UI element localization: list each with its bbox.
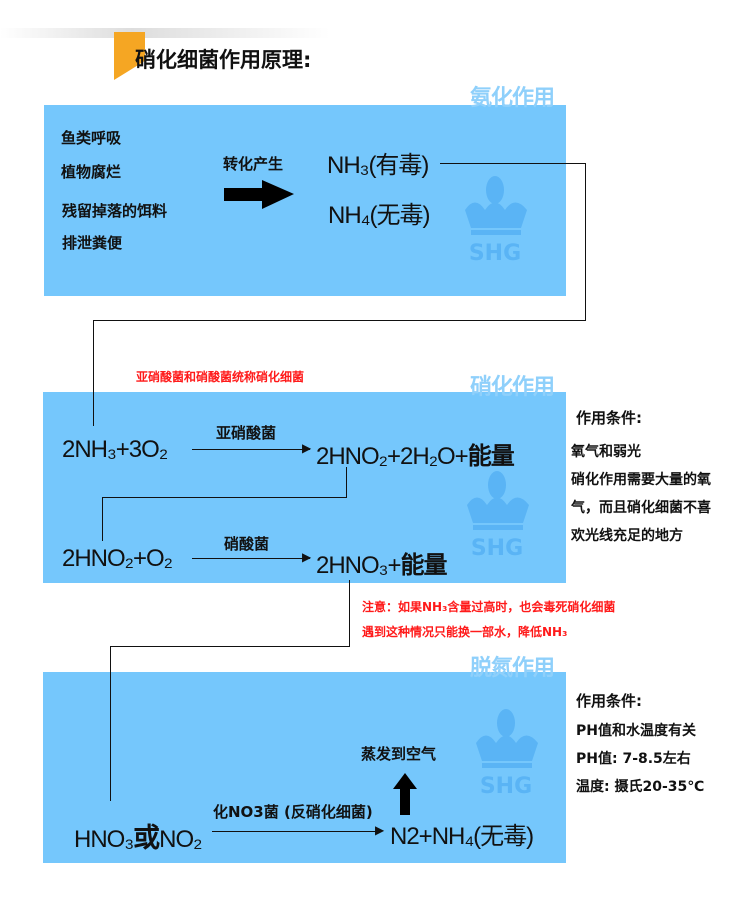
stage-label-ammonification: 氨化作用 [470, 86, 555, 111]
reactant-no2: NO₂ [159, 826, 202, 853]
source-item: 鱼类呼吸 [61, 129, 122, 147]
nitrification-box [43, 392, 566, 583]
right-arrow-icon [224, 180, 294, 209]
condition-line: 温度: 摄氏20-35℃ [576, 779, 705, 795]
connector-line [346, 467, 347, 497]
product-nh3: NH₃(有毒) [327, 152, 429, 179]
reaction-arrow [192, 558, 310, 559]
condition-line: 氧气和弱光 [571, 444, 641, 460]
source-item: 排泄粪便 [62, 234, 123, 252]
reaction1-left: 2NH₃+3O₂ [62, 436, 168, 463]
connector-line [440, 163, 586, 164]
condition-line: 气，而且硝化细菌不喜 [571, 500, 711, 516]
page-title: 硝化细菌作用原理: [135, 48, 312, 72]
connector-line [349, 580, 350, 646]
reaction-arrow [212, 831, 382, 832]
denitrifying-bacteria: 化NO3菌 (反硝化细菌) [213, 803, 373, 821]
connector-line [110, 646, 111, 801]
logo-text: SHG [471, 536, 523, 561]
warning-line: 遇到这种情况只能换一部水，降低NH₃ [362, 625, 568, 639]
reaction2-right: 2HNO₃+能量 [316, 545, 447, 580]
energy: 能量 [400, 552, 447, 579]
denitrification-reactants: HNO₃或NO₂ [74, 816, 202, 855]
connector-line [585, 163, 586, 321]
condition-line: PH值和水温度有关 [576, 723, 696, 739]
reactant-hno3: HNO₃ [74, 826, 134, 853]
source-item: 植物腐烂 [61, 163, 122, 181]
reaction2-products: 2HNO₃+ [316, 552, 401, 579]
reaction2-bacteria: 硝酸菌 [224, 535, 270, 553]
condition-line: PH值: 7-8.5左右 [576, 751, 691, 767]
connector-line [102, 497, 103, 541]
product-nh4: NH₄(无毒) [328, 202, 430, 229]
reaction1-bacteria: 亚硝酸菌 [216, 424, 277, 442]
logo-text: SHG [480, 774, 532, 799]
or-text: 或 [133, 823, 160, 853]
shg-logo: SHG [467, 471, 529, 561]
up-arrow-icon [393, 773, 417, 815]
arrow-head: ▶ [302, 550, 312, 564]
connector-line [110, 646, 350, 647]
logo-text: SHG [469, 241, 521, 266]
connector-line [102, 497, 347, 498]
arrow-label: 转化产生 [223, 155, 284, 173]
reaction-arrow [192, 449, 310, 450]
arrow-head: ▶ [302, 441, 312, 455]
reaction1-products: 2HNO₂+2H₂O+ [316, 443, 469, 470]
connector-line [93, 320, 586, 321]
source-item: 残留掉落的饵料 [62, 202, 168, 220]
conditions-title: 作用条件: [576, 692, 642, 710]
nitrifying-note: 亚硝酸菌和硝酸菌统称硝化细菌 [136, 370, 305, 384]
warning-line: 注意：如果NH₃含量过高时，也会毒死硝化细菌 [362, 600, 616, 614]
reaction2-left: 2HNO₂+O₂ [62, 545, 173, 572]
connector-line [93, 320, 94, 426]
energy: 能量 [467, 443, 515, 470]
condition-line: 硝化作用需要大量的氧 [571, 472, 711, 488]
shg-logo: SHG [465, 176, 527, 266]
evaporate-label: 蒸发到空气 [361, 745, 437, 763]
shg-logo: SHG [476, 709, 538, 799]
denitrification-product: N2+NH₄(无毒) [390, 823, 534, 850]
condition-line: 欢光线充足的地方 [571, 528, 683, 544]
conditions-title: 作用条件: [576, 409, 642, 427]
ammonification-box [44, 105, 566, 296]
stage-label-denitrification: 脱氮作用 [470, 656, 555, 681]
arrow-head: ▶ [375, 823, 385, 837]
reaction1-right: 2HNO₂+2H₂O+能量 [316, 436, 515, 471]
header-shadow [0, 28, 330, 38]
stage-label-nitrification: 硝化作用 [470, 375, 555, 400]
